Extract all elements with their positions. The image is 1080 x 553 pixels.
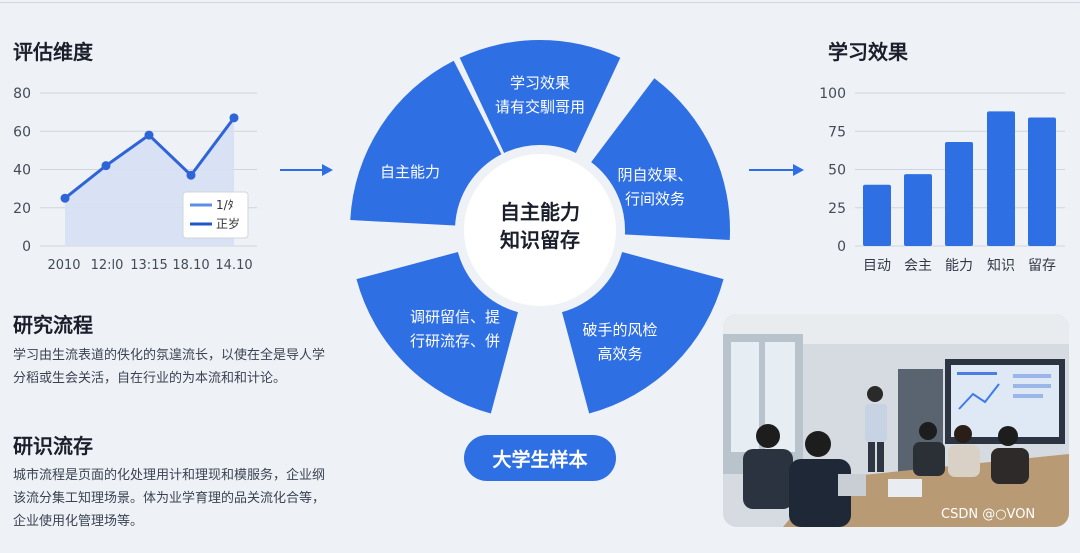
bar-5 xyxy=(1028,117,1056,246)
line-xtick-label: 18.10 xyxy=(172,258,209,273)
line-ytick-label: 0 xyxy=(22,239,31,255)
student-sample-badge: 大学生样本 xyxy=(464,435,616,481)
line-point xyxy=(60,193,70,203)
retention-line-1: 城市流程是页面的化处理用计和理现和模服务，企业纲 xyxy=(13,468,326,483)
research-line-2: 分稻或生会关活，自在行业的为本流和和计论。 xyxy=(13,371,287,386)
wheel-segment-label: 调研留信、提 xyxy=(410,308,500,326)
wheel-segment-5 xyxy=(350,60,502,226)
wheel-center-label-2: 知识留存 xyxy=(500,228,580,252)
bar-1 xyxy=(863,184,891,246)
wheel-segment-label: 行间效务 xyxy=(625,190,685,208)
wheel-center-circle xyxy=(464,154,616,306)
wheel-segment-label: 请有交馴哥用 xyxy=(495,98,585,116)
line-ytick-label: 60 xyxy=(13,124,31,140)
left-arrow-head xyxy=(322,164,333,176)
wheel-segment-label: 行研流存、併 xyxy=(410,332,500,350)
wheel-center-label-1: 自主能力 xyxy=(500,200,580,224)
right-arrow-head xyxy=(793,164,804,176)
bar-2 xyxy=(904,174,932,246)
top-divider xyxy=(0,2,1080,3)
knowledge-retention-heading: 研识流存 xyxy=(13,434,93,458)
bar-ytick-label: 100 xyxy=(819,86,846,102)
wheel-segment-3 xyxy=(561,251,724,414)
retention-line-3: 企业使用化管理场等。 xyxy=(13,514,144,529)
line-ytick-label: 80 xyxy=(13,86,31,102)
bar-3 xyxy=(945,141,973,246)
line-xtick-label: 2010 xyxy=(47,258,80,273)
csdn-watermark: CSDN @○VON xyxy=(941,507,1036,522)
knowledge-retention-text: 城市流程是页面的化处理用计和理现和模服务，企业纲 该流分集工知理场景。体为业学育… xyxy=(13,464,325,533)
research-process-heading: 研究流程 xyxy=(13,313,93,337)
bar-ytick-label: 75 xyxy=(828,124,846,140)
line-point xyxy=(186,170,196,180)
bar-ytick-label: 25 xyxy=(828,201,846,217)
bar-category-label: 会主 xyxy=(904,258,932,274)
wheel-segment-label: 自主能力 xyxy=(380,163,440,181)
line-xtick-label: 14.10 xyxy=(215,258,252,273)
bar-ytick-label: 50 xyxy=(828,163,846,179)
bar-category-label: 留存 xyxy=(1028,258,1056,274)
bar-ytick-label: 0 xyxy=(837,239,846,255)
line-xtick-label: 12:l0 xyxy=(91,258,124,273)
line-point xyxy=(144,130,154,140)
legend-label-2: 正岁 xyxy=(216,216,240,231)
bar-4 xyxy=(987,111,1015,246)
classroom-photo: CSDN @○VON xyxy=(723,314,1069,527)
line-ytick-label: 20 xyxy=(13,201,31,217)
wheel-segment-label: 高效务 xyxy=(597,345,642,363)
retention-line-2: 该流分集工知理场景。体为业学育理的品关流化合等， xyxy=(13,491,326,506)
wheel-segment-4 xyxy=(356,251,519,414)
wheel-segment-label: 阴自效果、 xyxy=(617,166,692,184)
bar-category-label: 知识 xyxy=(987,257,1015,274)
line-xtick-label: 13:15 xyxy=(130,258,167,273)
legend-label-1: 1/ﾀ xyxy=(216,198,234,212)
evaluation-heading: 评估维度 xyxy=(13,40,93,64)
wheel-segment-2 xyxy=(591,78,730,240)
line-point xyxy=(101,161,111,171)
research-line-1: 学习由生流表道的佚化的氛遑流长，以使在全是导人学 xyxy=(13,348,326,363)
bar-category-label: 目动 xyxy=(863,258,891,274)
wheel-segment-label: 学习效果 xyxy=(510,74,570,92)
line-ytick-label: 40 xyxy=(13,163,31,179)
line-point xyxy=(229,113,239,123)
wheel-segment-1 xyxy=(459,40,621,153)
learning-effect-heading: 学习效果 xyxy=(828,40,908,64)
wheel-segment-label: 破手的风检 xyxy=(582,321,657,339)
bar-category-label: 能力 xyxy=(945,258,973,274)
research-process-text: 学习由生流表道的佚化的氛遑流长，以使在全是导人学 分稻或生会关活，自在行业的为本… xyxy=(13,344,325,390)
